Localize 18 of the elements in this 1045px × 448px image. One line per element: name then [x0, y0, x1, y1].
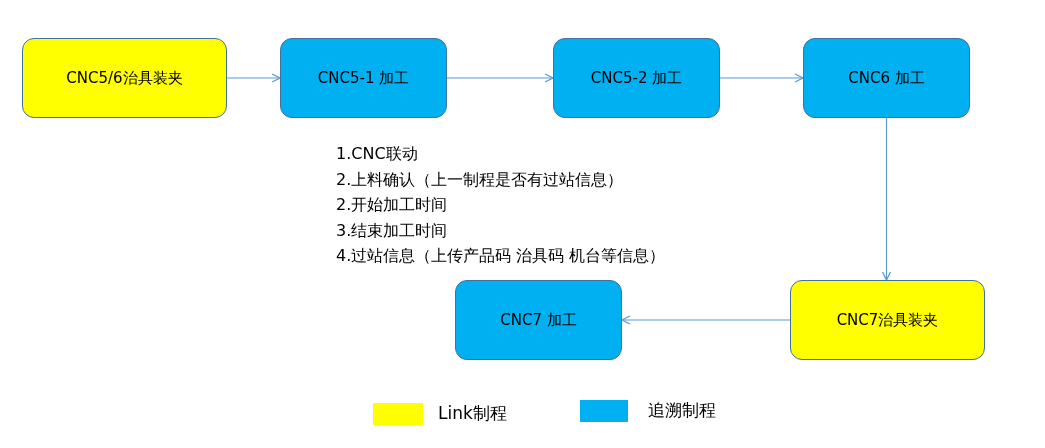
process-box: CNC7治具装夹 — [790, 280, 985, 360]
legend-label: Link制程 — [438, 402, 507, 425]
arrow — [881, 117, 892, 281]
legend-label: 追溯制程 — [648, 399, 716, 422]
note-text: 3.结束加工时间 — [336, 220, 448, 241]
note-text: 1.CNC联动 — [336, 144, 418, 164]
note-text: 2.开始加工时间 — [336, 195, 448, 215]
process-box: CNC5-2 加工 — [553, 38, 720, 118]
process-box: CNC5/6治具装夹 — [22, 38, 227, 118]
process-box: CNC6 加工 — [803, 38, 970, 118]
note-text: 2.上料确认（上一制程是否有过站信息） — [336, 169, 624, 190]
process-box: CNC7 加工 — [455, 280, 622, 360]
arrow — [226, 73, 281, 83]
arrow — [719, 73, 804, 83]
arrow — [446, 73, 554, 83]
note-text: 4.过站信息（上传产品码 治具码 机台等信息） — [336, 246, 666, 266]
process-box: CNC5-1 加工 — [280, 38, 447, 118]
arrow — [621, 315, 791, 325]
